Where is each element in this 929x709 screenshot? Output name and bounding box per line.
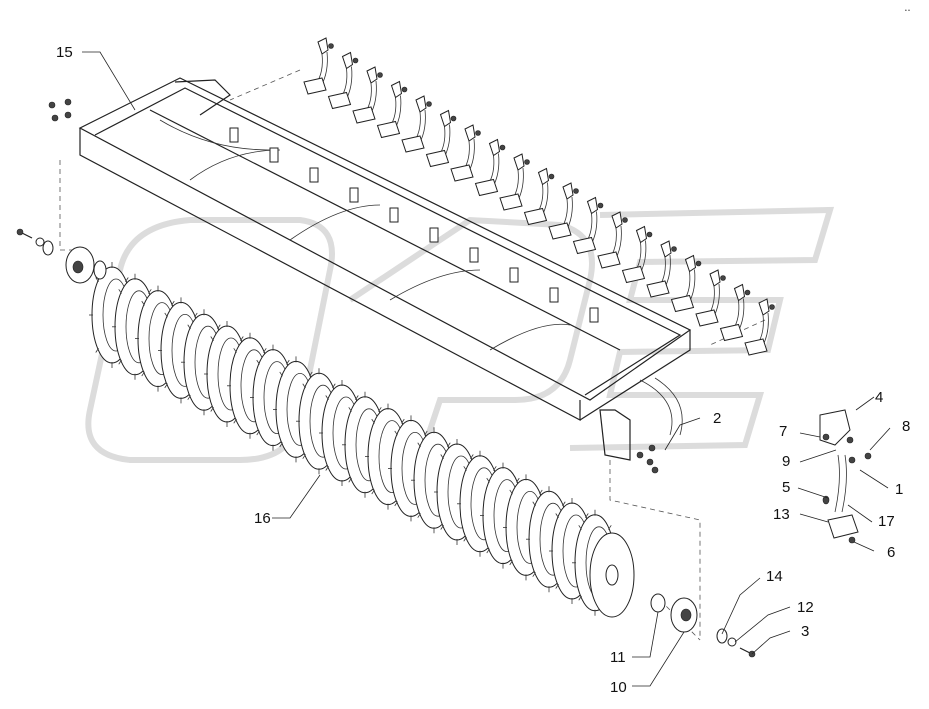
spring-tine: [695, 269, 726, 327]
spring-tine: [425, 109, 457, 168]
spring-tine: [352, 66, 383, 124]
callout-16: 16: [254, 510, 271, 527]
packer-roller: [89, 262, 618, 616]
callout-5: 5: [782, 479, 790, 496]
corner-code: • •: [905, 8, 910, 14]
callout-9: 9: [782, 453, 790, 470]
spring-tine: [303, 37, 334, 95]
left-bearing-hardware: [16, 228, 107, 284]
callout-labels: 15 2 4 7 8 9 1 5 13 17 6 16 14 12 3 11 1…: [56, 44, 910, 696]
spring-tine: [450, 124, 481, 182]
callout-13: 13: [773, 506, 790, 523]
callout-3: 3: [801, 623, 809, 640]
roller-hub: [605, 564, 619, 586]
spring-tine: [523, 167, 555, 226]
frame-bolts: [48, 98, 659, 474]
callout-7: 7: [779, 423, 787, 440]
spring-tine: [401, 95, 432, 153]
spring-tine: [719, 283, 751, 342]
callout-2: 2: [713, 410, 721, 427]
callout-1: 1: [895, 481, 903, 498]
tine-mount-detail: [819, 409, 872, 544]
tine-row: [303, 37, 775, 356]
spring-tine: [327, 51, 359, 110]
spring-tine: [499, 153, 530, 211]
callout-leaders: [82, 51, 891, 687]
spring-tine: [548, 182, 579, 240]
callout-6: 6: [887, 544, 895, 561]
frame-brackets: [229, 127, 599, 323]
frame-assembly: [78, 77, 692, 461]
callout-17: 17: [878, 513, 895, 530]
callout-10: 10: [610, 679, 627, 696]
spring-tine: [621, 225, 653, 284]
spring-tine: [670, 254, 702, 313]
spring-tine: [646, 240, 677, 298]
spring-tine: [744, 298, 775, 356]
callout-8: 8: [902, 418, 910, 435]
callout-15: 15: [56, 44, 73, 61]
spring-tine: [376, 80, 408, 139]
spring-tine: [572, 196, 604, 255]
callout-4: 4: [875, 389, 883, 406]
right-bearing-hardware: [650, 593, 756, 658]
callout-11: 11: [610, 649, 626, 666]
spring-tine: [597, 211, 628, 269]
callout-14: 14: [766, 568, 783, 585]
callout-12: 12: [797, 599, 814, 616]
spring-tine: [474, 138, 506, 197]
